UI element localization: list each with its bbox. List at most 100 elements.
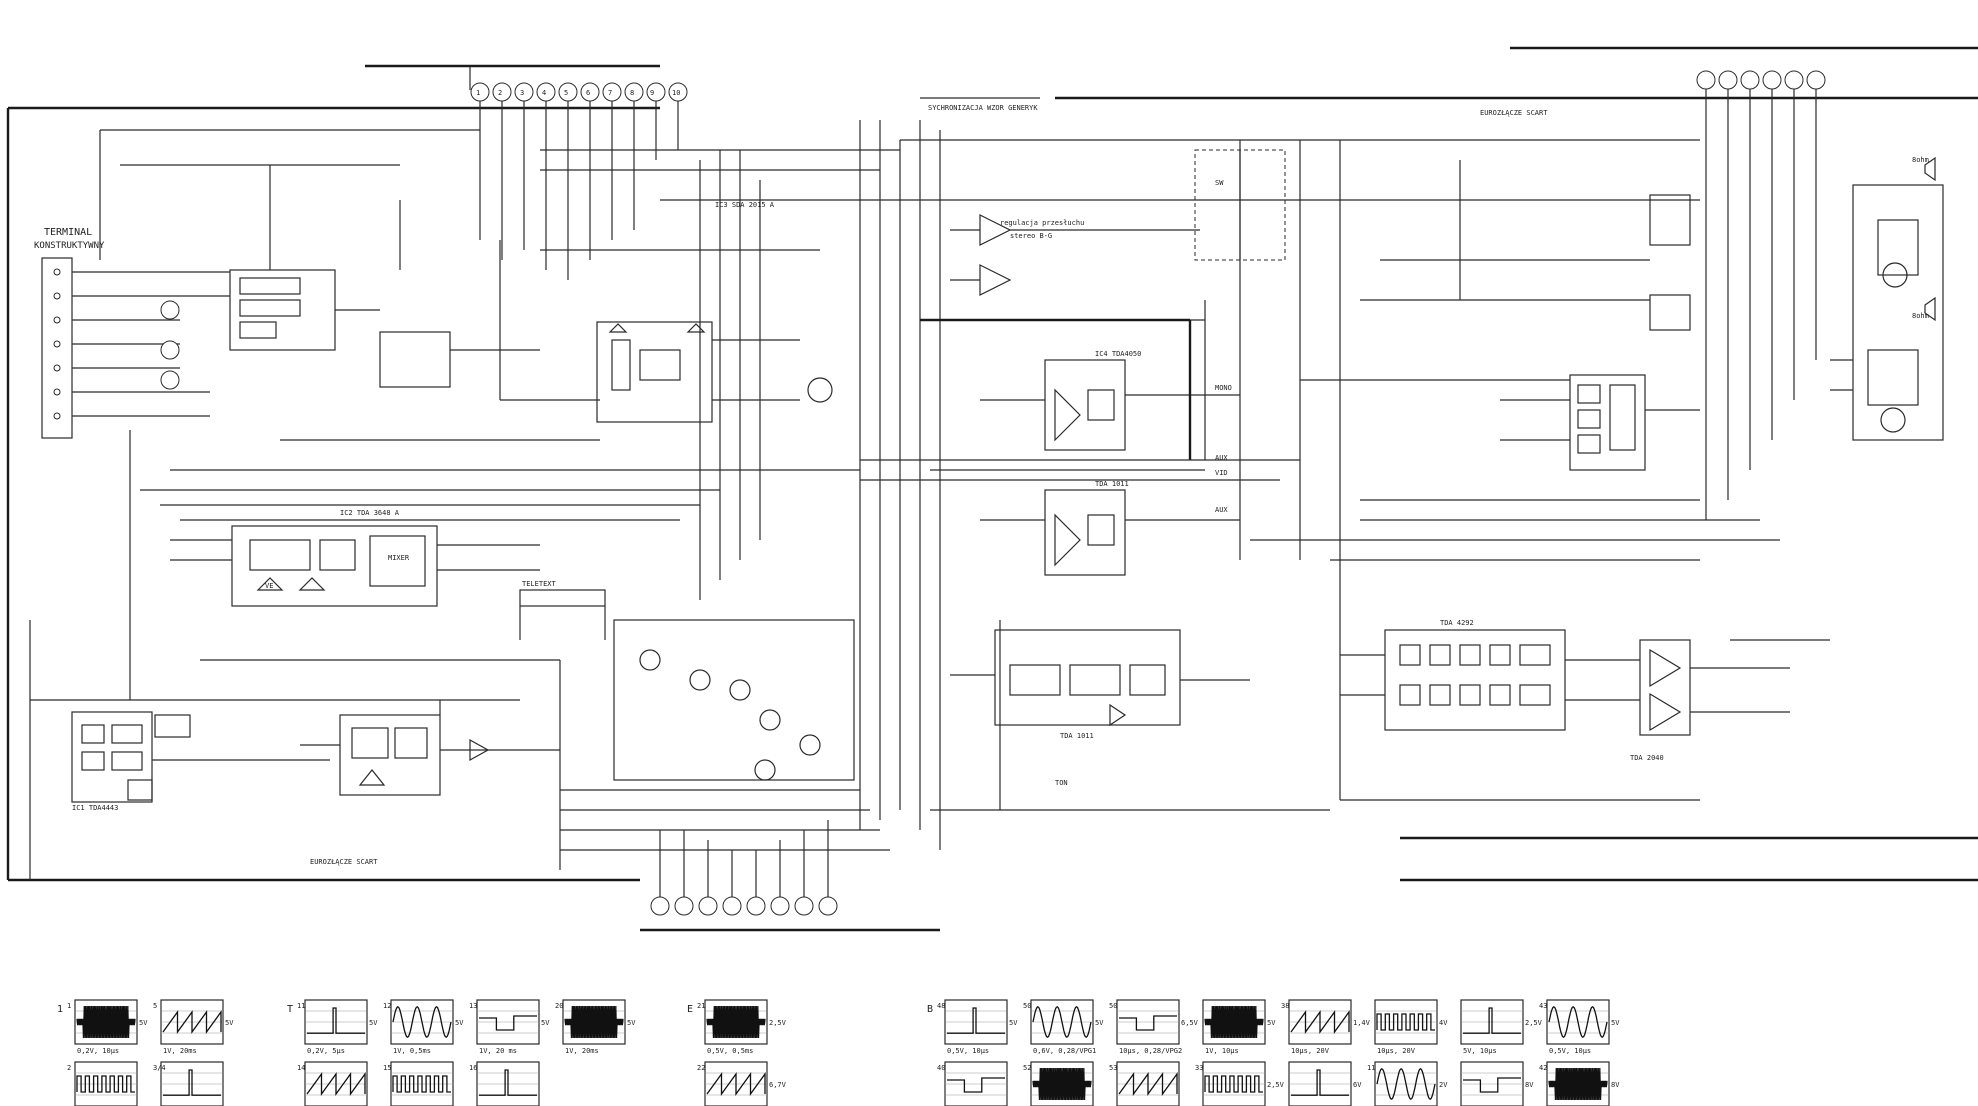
svg-text:4: 4: [542, 89, 546, 97]
label-ic4: IC4 TDA4050: [1095, 350, 1141, 358]
label-sw: SW: [1215, 179, 1224, 187]
waveform-panel: 226,7V: [697, 1061, 787, 1106]
waveform-voltage: 4V: [1439, 1019, 1448, 1027]
waveform-panel: 6V: [1288, 1061, 1362, 1106]
label-ve: VE: [265, 582, 273, 590]
waveform-panel: 40: [937, 1061, 1008, 1106]
svg-text:6: 6: [586, 89, 590, 97]
svg-text:7: 7: [608, 89, 612, 97]
waveform-number: 13: [469, 1002, 477, 1010]
waveform-voltage: 5V: [1611, 1019, 1620, 1027]
waveform-number: 11: [297, 1002, 305, 1010]
waveform-number: 20: [555, 1002, 563, 1010]
waveform-trace: [706, 1005, 766, 1039]
connector-top-right: [1696, 70, 1826, 520]
waveform-number: 1: [67, 1002, 71, 1010]
waveform-voltage: 8V: [1525, 1081, 1534, 1089]
waveform-trace: [706, 1071, 766, 1097]
waveform-number: 22: [697, 1064, 705, 1072]
waveform-caption: 0,2V, 10µs: [77, 1047, 119, 1055]
waveform-trace: [1291, 1069, 1349, 1096]
waveform-voltage: 6,5V: [1181, 1019, 1199, 1027]
svg-text:9: 9: [650, 89, 654, 97]
waveform-trace: [1463, 1077, 1521, 1093]
waveform-trace: [76, 1075, 135, 1093]
waveform-caption: 0,6V, 0,28/VPG1: [1033, 1047, 1096, 1055]
tuner-block: [99, 129, 540, 390]
waveform-number: 2: [67, 1064, 71, 1072]
waveform-trace: [1204, 1005, 1264, 1039]
waveform-caption: 10µs, 0,28/VPG2: [1119, 1047, 1182, 1055]
waveform-voltage: 5V: [455, 1019, 464, 1027]
waveform-caption: 5V, 10µs: [1463, 1047, 1497, 1055]
waveform-caption: 1V, 20ms: [163, 1047, 197, 1055]
waveform-voltage: 5V: [1095, 1019, 1104, 1027]
waveform-voltage: 5V: [369, 1019, 378, 1027]
waveform-number: 40: [937, 1064, 945, 1072]
ic4-upper-block: [930, 300, 1240, 460]
waveform-trace: [1204, 1075, 1263, 1093]
label-teletext: TELETEXT: [522, 580, 557, 588]
waveform-voltage: 6V: [1353, 1081, 1362, 1089]
waveform-number: 53: [1109, 1064, 1117, 1072]
ic2-block: [140, 489, 720, 607]
waveform-panel: 2: [67, 1061, 138, 1106]
waveform-voltage: 5V: [225, 1019, 234, 1027]
waveform-trace: [1118, 1071, 1178, 1097]
label-ic-sound: TDA 4292: [1440, 619, 1474, 627]
label-ic2: IC2 TDA 3648 A: [340, 509, 400, 517]
waveform-voltage: 2V: [1439, 1081, 1448, 1089]
label-ic3: IC3 SDA 2015 A: [715, 201, 775, 209]
svg-text:10: 10: [672, 89, 680, 97]
waveform-number: 48: [937, 1002, 945, 1010]
waveform-caption: 1V, 20 ms: [479, 1047, 517, 1055]
waveform-trace: [392, 1075, 451, 1093]
waveform-number: 12: [383, 1002, 391, 1010]
ic4-lower-block: [930, 469, 1240, 576]
waveform-number: 14: [297, 1064, 305, 1072]
waveform-caption: 1V, 20ms: [565, 1047, 599, 1055]
sound-processor-block: [1330, 559, 1700, 731]
waveform-group-label: T: [287, 1004, 293, 1015]
waveform-trace: [1032, 1067, 1092, 1101]
label-aux2: AUX: [1215, 506, 1228, 514]
waveform-panel: 5 5V 1V, 20ms: [153, 999, 234, 1055]
waveform-voltage: 8V: [1611, 1081, 1620, 1089]
label-synchro-bus: SYCHRONIZACJA WZOR GENERYK: [928, 104, 1038, 112]
label-ic1: IC1 TDA4443: [72, 804, 118, 812]
waveform-caption: 0,5V, 10µs: [947, 1047, 989, 1055]
output-amp-block: [1639, 639, 1830, 736]
svg-text:2: 2: [498, 89, 502, 97]
waveform-number: 16: [469, 1064, 477, 1072]
waveform-caption: 1V, 0,5ms: [393, 1047, 431, 1055]
waveform-voltage: 5V: [139, 1019, 148, 1027]
waveform-trace: [1290, 1009, 1350, 1035]
svg-text:5: 5: [564, 89, 568, 97]
waveform-number: 5: [153, 1002, 157, 1010]
waveform-panel: 332,5V: [1195, 1061, 1285, 1106]
waveform-trace: [1032, 1005, 1092, 1039]
waveform-group-label: E: [687, 1004, 693, 1015]
waveform-trace: [1463, 1007, 1521, 1034]
waveform-number: 42: [1539, 1064, 1547, 1072]
waveform-caption: 0,5V, 0,5ms: [707, 1047, 753, 1055]
label-regulator: regulacja przesłuchu: [1000, 219, 1084, 227]
waveform-caption: 0,5V, 10µs: [1549, 1047, 1591, 1055]
stereo-decoder-block: [950, 620, 1250, 810]
waveform-voltage: 1,4V: [1353, 1019, 1371, 1027]
waveform-caption: 0,2V, 5µs: [307, 1047, 345, 1055]
waveform-panel: 14: [297, 1061, 368, 1106]
waveform-caption: 10µs, 20V: [1291, 1047, 1330, 1055]
